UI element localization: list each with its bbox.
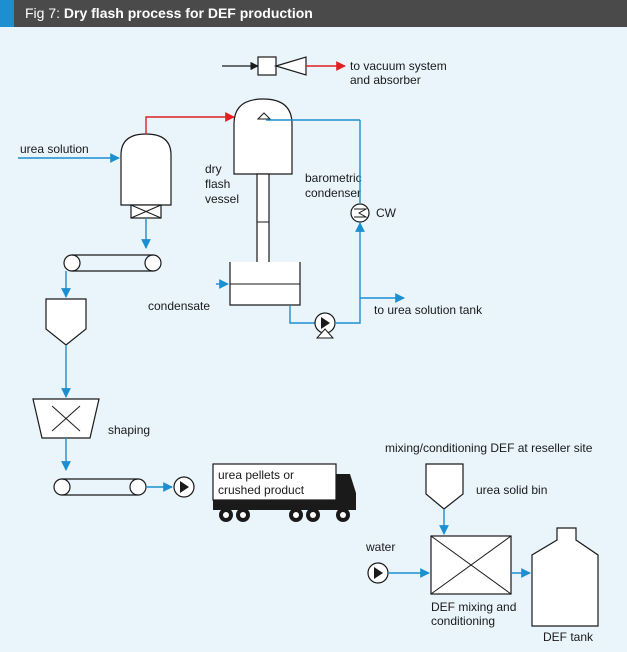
hotwell-tank [229,262,301,306]
label-barometric: barometric [305,171,362,185]
urea-solid-bin [425,463,464,510]
label-to-tank: to urea solution tank [374,303,483,317]
product-hopper [45,298,87,346]
header-accent-bar [0,0,14,27]
condensate-pump [314,312,336,339]
label-vacuum-2: and absorber [350,73,421,87]
barometric-condenser [233,98,293,285]
label-solid-bin: urea solid bin [476,483,547,497]
pump-discharge-line [335,298,361,324]
label-shaping: shaping [108,423,150,437]
label-mixing-1: DEF mixing and [431,600,516,614]
label-flash: flash [205,177,230,191]
label-def-tank: DEF tank [543,630,594,644]
label-truck-1: urea pellets or [218,468,294,482]
label-dry: dry [205,162,222,176]
process-flow-diagram: to vacuum system and absorber urea solut… [18,56,599,644]
label-mixing-2: conditioning [431,614,495,628]
figure-number: Fig 7: [25,5,64,21]
conveyor-belt-2 [53,478,147,496]
vacuum-ejector [222,56,346,76]
transfer-pump [173,476,195,498]
label-condensate: condensate [148,299,210,313]
shaping-unit [32,398,100,439]
label-water: water [365,540,395,554]
label-urea-solution: urea solution [20,142,89,156]
label-vessel: vessel [205,192,239,206]
def-tank [531,527,599,627]
cw-heat-exchanger [350,203,370,223]
label-cw: CW [376,206,397,220]
figure-title: Fig 7: Dry flash process for DEF product… [25,0,313,27]
dry-flash-vessel [120,133,172,219]
truck-icon [212,463,356,522]
water-pump [367,562,389,584]
pump-suction-line [289,305,315,324]
label-reseller: mixing/conditioning DEF at reseller site [385,441,593,455]
label-condenser: condenser [305,186,361,200]
conveyor-belt-1 [63,254,162,272]
figure-header: Fig 7: Dry flash process for DEF product… [0,0,627,27]
figure-title-text: Dry flash process for DEF production [63,5,313,21]
label-truck-2: crushed product [218,483,305,497]
vapour-line [145,112,235,134]
def-mixing-unit [430,535,512,595]
label-vacuum-1: to vacuum system [350,59,447,73]
